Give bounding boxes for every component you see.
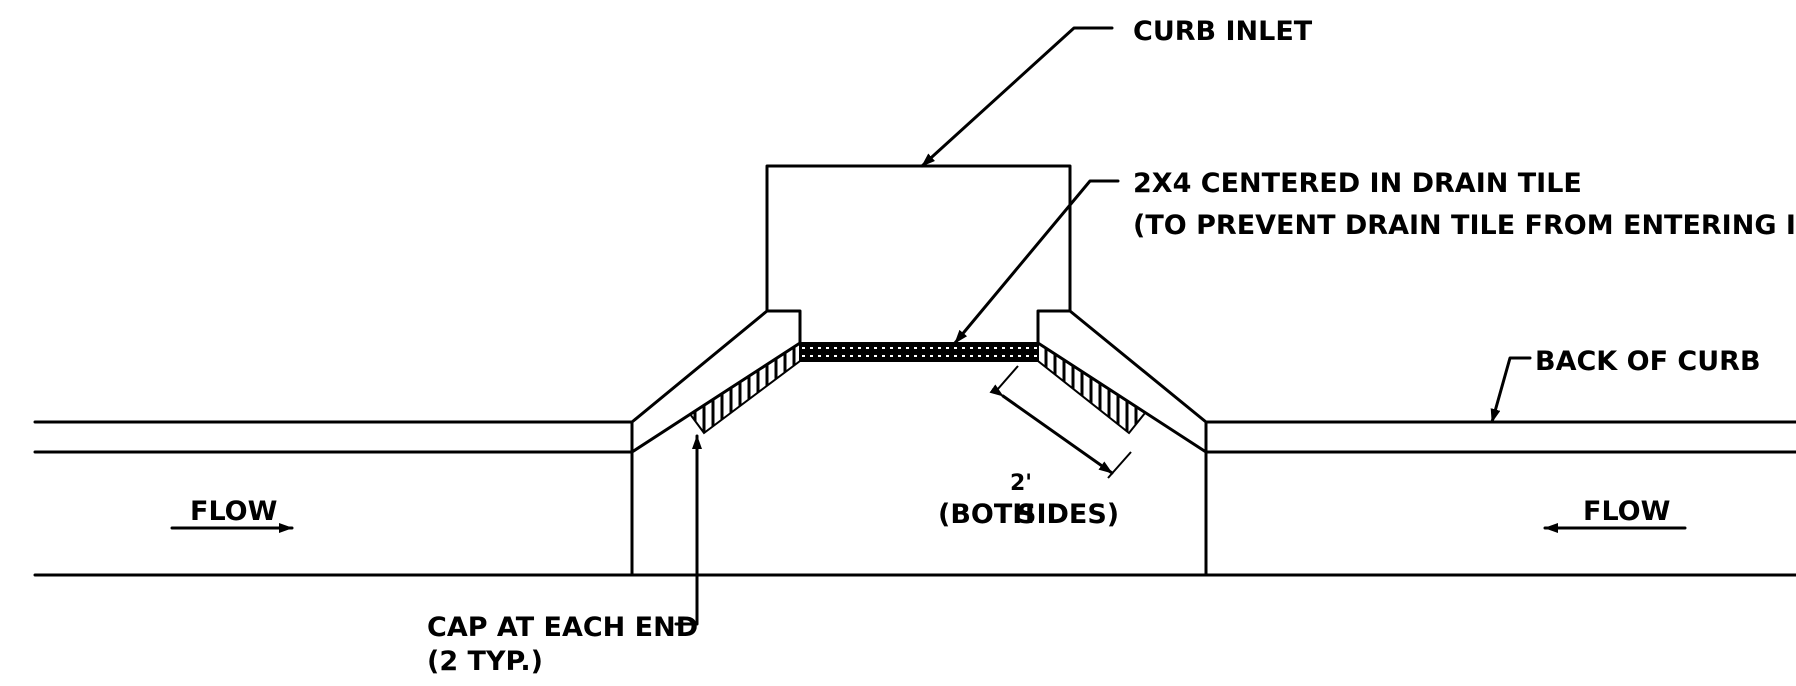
right-curb: [1204, 420, 1796, 577]
centered-label-line2: (TO PREVENT DRAIN TILE FROM ENTERING INL…: [1133, 210, 1796, 241]
two-by-four-leader: [953, 179, 1120, 345]
flow-right-label: FLOW: [1583, 496, 1670, 527]
curb-inlet-leader: [920, 26, 1114, 168]
flow-left-indicator: FLOW: [170, 496, 294, 533]
flow-left-label: FLOW: [190, 496, 277, 527]
cap-label-line2: (2 TYP.): [427, 646, 543, 677]
drain-tile-right: [1037, 341, 1147, 435]
flow-right-indicator: FLOW: [1543, 496, 1687, 533]
two-by-four-board: [799, 342, 1039, 362]
dimension-2ft: [989, 365, 1132, 479]
dimension-value: 2': [1010, 471, 1032, 496]
back-of-curb-leader: [1490, 356, 1532, 424]
cap-label-line1: CAP AT EACH END: [427, 612, 698, 643]
both-sides-label-right: SIDES): [1017, 499, 1119, 530]
curb-inlet-label: CURB INLET: [1133, 16, 1313, 47]
cap-leader: [674, 434, 702, 626]
left-curb: [33, 420, 634, 577]
drain-tile-left: [688, 341, 801, 435]
back-of-curb-label: BACK OF CURB: [1535, 346, 1761, 377]
centered-label-line1: 2X4 CENTERED IN DRAIN TILE: [1133, 168, 1582, 199]
both-sides-label-left: (BOTH: [938, 499, 1035, 530]
